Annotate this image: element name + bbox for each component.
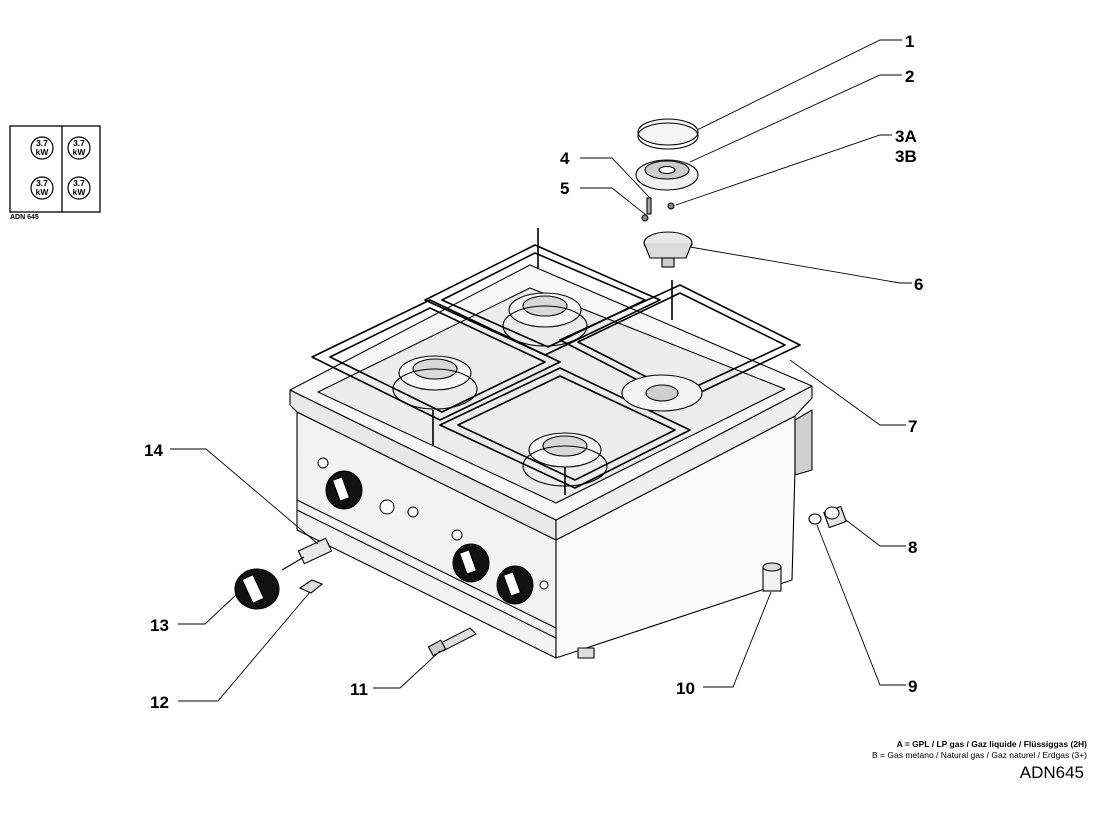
burner-power-badge: 3.7 kW: [67, 176, 91, 200]
callout-1: 1: [905, 32, 914, 51]
callout-4: 4: [560, 149, 570, 168]
burner-power-badge: 3.7 kW: [67, 136, 91, 160]
callout-11: 11: [350, 680, 368, 699]
callout-2: 2: [905, 67, 914, 86]
svg-text:3.7: 3.7: [73, 178, 85, 188]
leader-lines: [170, 39, 912, 702]
cooker-body: [289, 264, 813, 659]
control-knobs: [317, 457, 549, 605]
callout-12: 12: [150, 693, 169, 712]
burner-power-badge: 3.7 kW: [30, 176, 54, 200]
callout-6: 6: [914, 275, 923, 294]
burner-power-map: 3.7 kW 3.7 kW 3.7 kW 3.7 kW: [9, 125, 101, 213]
callout-3b: 3B: [895, 147, 917, 166]
gas-legend-b: B = Gas metano / Natural gas / Gaz natur…: [872, 750, 1087, 760]
loose-parts: [234, 505, 847, 657]
callout-5: 5: [560, 179, 569, 198]
svg-text:kW: kW: [73, 187, 87, 197]
gas-legend-a: A = GPL / LP gas / Gaz liquide / Flüssig…: [896, 739, 1087, 749]
svg-text:3.7: 3.7: [73, 138, 85, 148]
callout-labels: 1 2 3A 3B 4 5 6 7 8 9 10 11 12 13 14: [144, 32, 923, 712]
svg-text:kW: kW: [36, 147, 50, 157]
svg-text:3.7: 3.7: [36, 138, 48, 148]
exploded-burner-parts: [635, 118, 699, 268]
burner-power-badge: 3.7 kW: [30, 136, 54, 160]
model-code: ADN645: [1019, 763, 1084, 782]
callout-13: 13: [150, 616, 169, 635]
svg-text:kW: kW: [73, 147, 87, 157]
burner-map-model-label: ADN 645: [10, 214, 39, 221]
callout-3a: 3A: [895, 127, 917, 146]
callout-14: 14: [144, 441, 163, 460]
callout-8: 8: [908, 538, 917, 557]
svg-text:3.7: 3.7: [36, 178, 48, 188]
callout-9: 9: [908, 677, 917, 696]
svg-text:kW: kW: [36, 187, 50, 197]
callout-10: 10: [676, 679, 695, 698]
burner-heads: [392, 292, 703, 487]
callout-7: 7: [908, 417, 917, 436]
